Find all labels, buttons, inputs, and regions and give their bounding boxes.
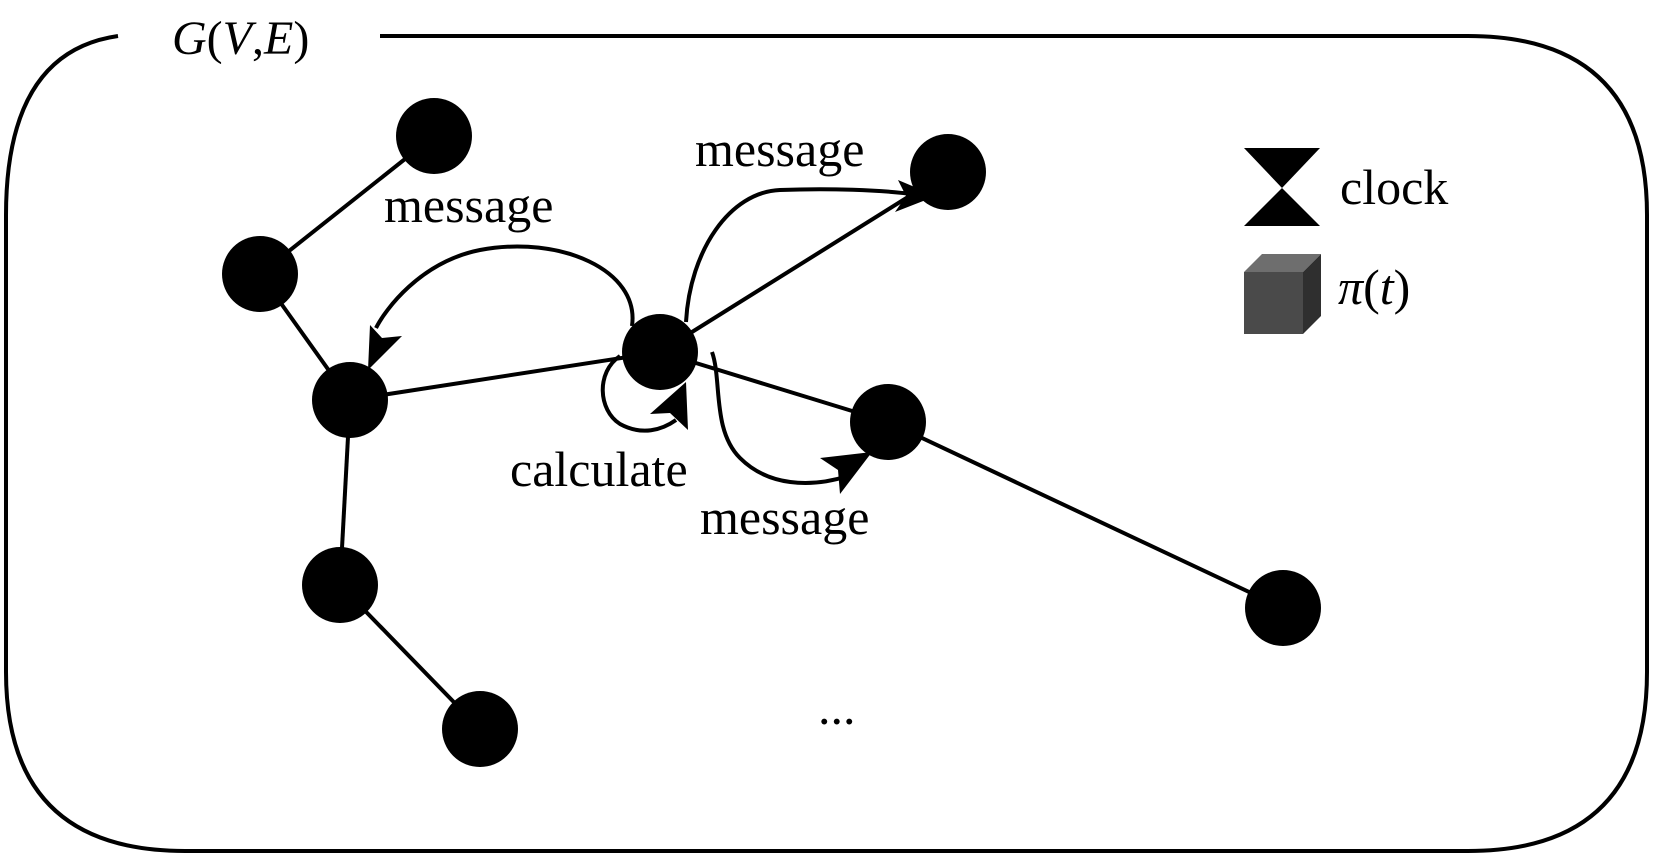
message-arrow-left xyxy=(374,244,635,329)
label-ellipsis: ... xyxy=(818,679,856,735)
message-arrow-top xyxy=(684,187,913,323)
message-arrows xyxy=(374,187,913,485)
legend-policy-label: π(t) xyxy=(1338,259,1410,315)
graph-frame xyxy=(4,34,1649,853)
node-left xyxy=(312,362,388,438)
graph-nodes xyxy=(222,98,1321,767)
node-lowleft xyxy=(302,547,378,623)
arrowheads xyxy=(368,180,936,494)
edge-center-right xyxy=(659,350,889,424)
arrowhead-bottom xyxy=(820,452,872,494)
node-midleft xyxy=(222,236,298,312)
calculate-arrow xyxy=(600,354,678,433)
node-farright xyxy=(1245,570,1321,646)
legend-clock-label: clock xyxy=(1340,159,1448,215)
label-message-left: message xyxy=(384,177,553,233)
graph-title: G(V,E) xyxy=(172,12,309,65)
label-message-top: message xyxy=(695,121,864,177)
cube-icon xyxy=(1244,254,1321,334)
arrowhead-left xyxy=(368,325,402,370)
node-top xyxy=(396,98,472,174)
edge-right-farright xyxy=(887,420,1284,610)
arrowhead-calculate xyxy=(650,382,688,430)
node-right xyxy=(850,384,926,460)
node-bottom xyxy=(442,691,518,767)
label-calculate: calculate xyxy=(510,441,688,497)
arrowhead-top xyxy=(895,180,936,212)
node-topright xyxy=(910,134,986,210)
message-arrow-bottom xyxy=(710,351,849,485)
edge-left-center xyxy=(349,350,661,402)
node-center xyxy=(622,314,698,390)
legend-clock: clock xyxy=(1244,148,1448,226)
label-message-bottom: message xyxy=(700,489,869,545)
hourglass-icon xyxy=(1244,148,1320,188)
edge-center-topright xyxy=(658,170,950,354)
legend-policy: π(t) xyxy=(1244,254,1410,334)
